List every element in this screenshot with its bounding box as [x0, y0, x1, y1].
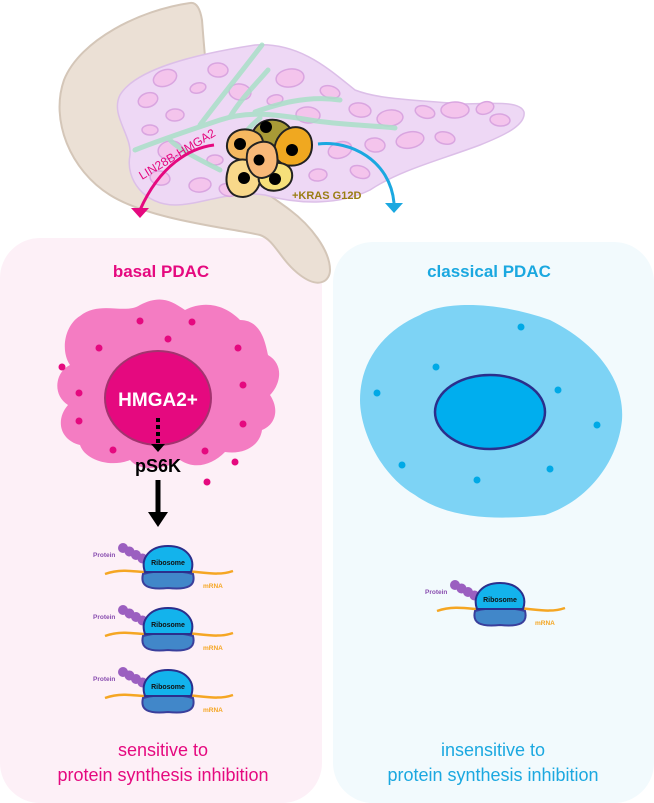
- ribosome-complex: Ribosome Protein mRNA: [93, 543, 234, 590]
- ribosome-small-subunit: [473, 607, 527, 627]
- protein-label: Protein: [93, 552, 115, 559]
- basal-outcome-line2: protein synthesis inhibition: [57, 765, 268, 785]
- acinus: [475, 100, 495, 116]
- acinus: [348, 102, 372, 118]
- ribosome-large-subunit: [142, 668, 194, 697]
- ribosome-small-subunit: [141, 632, 195, 652]
- acinus: [275, 68, 305, 88]
- classical-outcome-line2: protein synthesis inhibition: [387, 765, 598, 785]
- ribosome-label: Ribosome: [151, 684, 185, 691]
- basal-outcome-line1: sensitive to: [118, 740, 208, 760]
- ribosome-label: Ribosome: [151, 560, 185, 567]
- acinus: [349, 164, 371, 180]
- arrow-to-basal: [138, 143, 215, 211]
- protein-label: Protein: [425, 589, 447, 596]
- acini: [137, 62, 511, 198]
- mrna-label: mRNA: [203, 645, 223, 652]
- acinus: [308, 168, 328, 182]
- acinus: [141, 124, 159, 136]
- acinus: [188, 177, 212, 193]
- acinus: [189, 82, 207, 94]
- classical-title: classical PDAC: [427, 262, 551, 281]
- protein-label: Protein: [93, 614, 115, 621]
- nucleus-label: HMGA2+: [118, 390, 198, 411]
- classical-nucleus: [433, 373, 547, 451]
- ribosome-complex: Ribosome Protein mRNA: [425, 580, 566, 627]
- ribosome-large-subunit: [142, 544, 194, 573]
- ribosome-large-subunit: [474, 581, 526, 610]
- acinus: [364, 137, 386, 153]
- ribosome-small-subunit: [141, 570, 195, 590]
- arrow-to-classical-head: [385, 203, 403, 213]
- acinus: [434, 131, 456, 145]
- ribosome-complex: Ribosome Protein mRNA: [93, 667, 234, 714]
- protein-label: Protein: [93, 676, 115, 683]
- classical-cytoplasm-dots: [373, 323, 601, 484]
- ribosome-large-subunit: [142, 606, 194, 635]
- mutation-label: +KRAS G12D: [292, 190, 361, 202]
- acinus: [137, 91, 159, 109]
- tumor-cell-cluster: [225, 118, 314, 199]
- acinus: [414, 104, 436, 120]
- classical-outcome-line1: insensitive to: [441, 740, 545, 760]
- dashed-arrow-head: [151, 444, 165, 452]
- solid-arrow-head: [148, 512, 168, 527]
- ribosome-label: Ribosome: [483, 597, 517, 604]
- acinus: [440, 101, 470, 119]
- basal-title: basal PDAC: [113, 262, 209, 281]
- ribosome-complex: Ribosome Protein mRNA: [93, 605, 234, 652]
- arrow-to-classical: [317, 142, 396, 204]
- acinus: [395, 130, 425, 150]
- mrna-label: mRNA: [535, 620, 555, 627]
- ribosome-label: Ribosome: [151, 622, 185, 629]
- acinus: [207, 62, 229, 78]
- acinus: [152, 68, 178, 88]
- acinus: [489, 113, 511, 127]
- ribosome-small-subunit: [141, 694, 195, 714]
- kinase-label: pS6K: [135, 456, 181, 476]
- mrna-label: mRNA: [203, 707, 223, 714]
- arrow-to-basal-head: [131, 208, 149, 218]
- basal-cytoplasm-dots: [58, 317, 247, 486]
- mrna-label: mRNA: [203, 583, 223, 590]
- acinus: [165, 108, 185, 122]
